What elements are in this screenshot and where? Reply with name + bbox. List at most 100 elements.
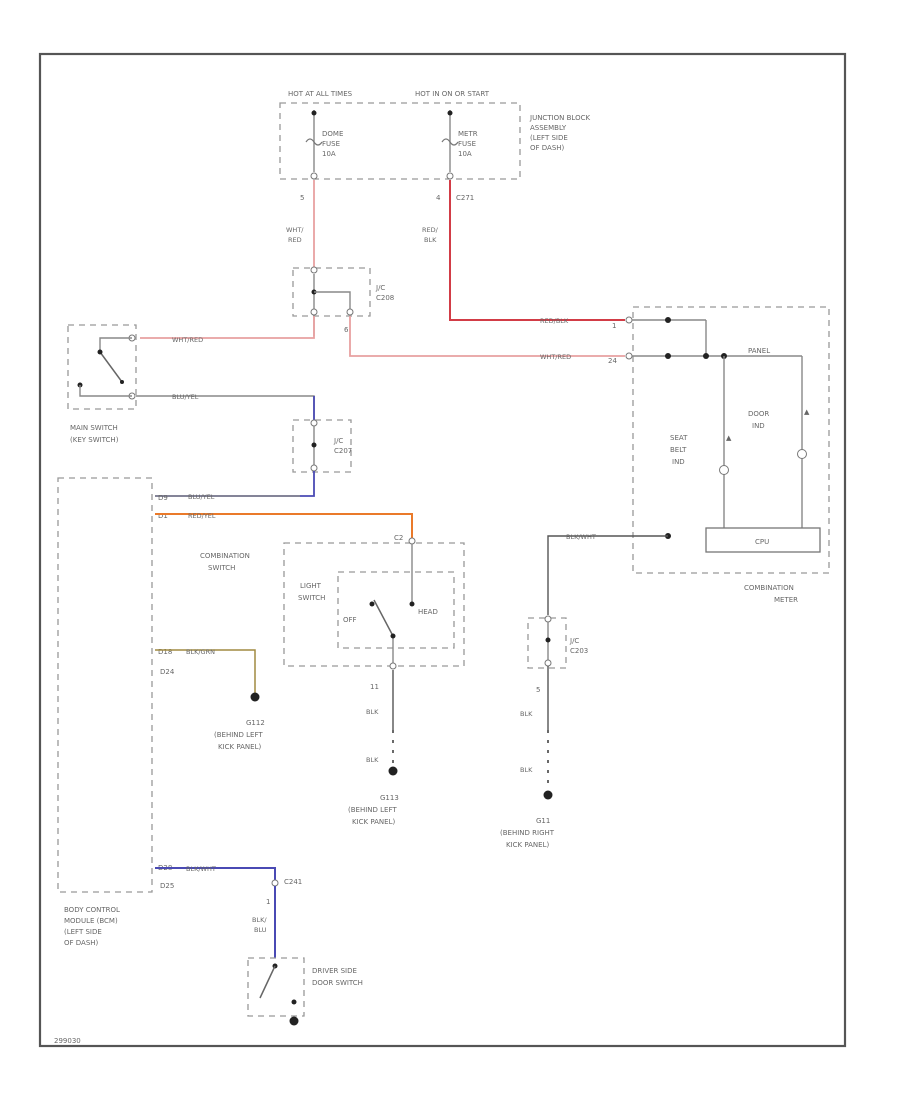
- comb-switch-l1: COMBINATION: [200, 552, 250, 560]
- bcm-pin-d18: D18: [158, 648, 172, 656]
- main-switch-l1: MAIN SWITCH: [70, 424, 118, 432]
- wire-label-red-yel: RED/YEL: [188, 512, 216, 520]
- comb-switch-connector: C2: [394, 534, 403, 542]
- bcm-l2: MODULE (BCM): [64, 917, 118, 925]
- driver-door-switch: DRIVER SIDE DOOR SWITCH: [247, 957, 363, 1026]
- comb-meter-l1: COMBINATION: [744, 584, 794, 592]
- wire-label-red-blk-meter: RED/BLK: [540, 317, 569, 325]
- main-switch-l2: (KEY SWITCH): [70, 436, 119, 444]
- diagram-code: 299030: [54, 1037, 81, 1045]
- wire-label-blk-grn: BLK/GRN: [186, 648, 215, 656]
- jc-c208-pin: 6: [344, 326, 349, 334]
- door-indicator-icon: [797, 449, 807, 459]
- fuse-icon: [305, 138, 323, 146]
- junction-block-name-2: ASSEMBLY: [530, 124, 567, 132]
- diode-icon: ▲: [804, 408, 810, 416]
- jc-c208-l1: J/C: [375, 284, 385, 292]
- bcm-l1: BODY CONTROL: [64, 906, 120, 914]
- light-switch-contact-icon: [373, 599, 394, 637]
- door-ind-l1: DOOR: [748, 410, 769, 418]
- g112-l1: G112: [246, 719, 265, 727]
- bcm-l3: (LEFT SIDE: [64, 928, 102, 936]
- light-switch-l2: SWITCH: [298, 594, 325, 602]
- wire-label-red-blk-1: RED/: [422, 226, 439, 234]
- light-switch-l1: LIGHT: [300, 582, 322, 590]
- fuse2-type: FUSE: [458, 140, 476, 148]
- meter-panel-label: PANEL: [748, 347, 770, 355]
- seat-belt-indicator-icon: [719, 465, 729, 475]
- jc-c207: J/C C207: [292, 419, 352, 473]
- connector-pin-icon: [310, 172, 318, 180]
- fuse-icon: [441, 138, 459, 146]
- jc-c203-l2: C203: [570, 647, 588, 655]
- ground-g112-icon: [250, 692, 260, 702]
- seat-belt-l3: IND: [672, 458, 685, 466]
- g111-l3: KICK PANEL): [506, 841, 549, 849]
- seat-belt-l2: BELT: [670, 446, 687, 454]
- ground-g111-icon: [543, 790, 553, 800]
- g113-l2: (BEHIND LEFT: [348, 806, 397, 814]
- hot-at-all-times-label: HOT AT ALL TIMES: [288, 90, 353, 98]
- g112-l2: (BEHIND LEFT: [214, 731, 263, 739]
- wire-label-blk-wht: BLK/WHT: [186, 865, 216, 873]
- diode-icon: ▲: [726, 434, 732, 442]
- meter-cpu-label: CPU: [755, 538, 769, 546]
- diagram-frame: [38, 52, 847, 1048]
- bus-dot-icon: [311, 110, 317, 116]
- jc-c207-l1: J/C: [333, 437, 343, 445]
- hot-in-on-or-start-label: HOT IN ON OR START: [415, 90, 490, 98]
- comb-switch-pin-11: 11: [370, 683, 379, 691]
- jc-c203-l1: J/C: [569, 637, 579, 645]
- jb-pin-5: 5: [300, 194, 304, 202]
- bcm-pin-d25: D25: [160, 882, 174, 890]
- wire-label-blk-1: BLK: [366, 708, 379, 716]
- wire-label-blu-yel-main: BLU/YEL: [172, 393, 199, 401]
- bcm-l4: OF DASH): [64, 939, 99, 947]
- bus-dot-icon: [447, 110, 453, 116]
- junction-block-name: JUNCTION BLOCK: [529, 114, 590, 122]
- bcm-pin-d1: D1: [158, 512, 168, 520]
- seat-belt-l1: SEAT: [670, 434, 688, 442]
- wire-label-wht-red-main: WHT/RED: [172, 336, 203, 344]
- comb-switch-l2: SWITCH: [208, 564, 235, 572]
- wire-label-blu-yel-bcm: BLU/YEL: [188, 493, 215, 501]
- door-switch-contact-icon: [259, 965, 276, 999]
- door-ind-l2: IND: [752, 422, 765, 430]
- wire-label-blk-wht-meter: BLK/WHT: [566, 533, 596, 541]
- fuse1-type: FUSE: [322, 140, 340, 148]
- jc-c208-l2: C208: [376, 294, 394, 302]
- wire-label-blk-4: BLK: [520, 766, 533, 774]
- junction-block-name-3: (LEFT SIDE: [530, 134, 568, 142]
- door-switch-connector: C241: [284, 878, 302, 886]
- junction-block: HOT AT ALL TIMES HOT IN ON OR START JUNC…: [279, 90, 590, 202]
- wire-label-wht-red-1: WHT/: [286, 226, 304, 234]
- meter-pin-b: 24: [608, 357, 617, 365]
- switch-contact-icon: [99, 351, 123, 383]
- body-control-module: D9 D1 D18 D24 D28 D25 BODY CONTROL MODUL…: [57, 477, 175, 947]
- bcm-pin-d24: D24: [160, 668, 175, 676]
- jb-pin-4: 4: [436, 194, 441, 202]
- ground-g113-icon: [388, 766, 398, 776]
- door-switch-pin: 1: [266, 898, 270, 906]
- fuse1-name: DOME: [322, 130, 343, 138]
- door-switch-ground-icon: [289, 1016, 299, 1026]
- wire-label-blk-blu-2: BLU: [254, 926, 267, 934]
- g113-l3: KICK PANEL): [352, 818, 395, 826]
- jc-c203: J/C C203 5: [527, 615, 588, 694]
- connector-pin-icon: [446, 172, 454, 180]
- meter-cpu: [705, 527, 821, 553]
- fuse2-name: METR: [458, 130, 478, 138]
- fuse2-rating: 10A: [458, 150, 472, 158]
- wire-label-blk-3: BLK: [520, 710, 533, 718]
- g112-l3: KICK PANEL): [218, 743, 261, 751]
- bcm-pin-d9: D9: [158, 494, 168, 502]
- main-switch: MAIN SWITCH (KEY SWITCH): [67, 324, 137, 444]
- wire-label-wht-red-meter: WHT/RED: [540, 353, 571, 361]
- wire-label-blk-2: BLK: [366, 756, 379, 764]
- junction-block-name-4: OF DASH): [530, 144, 565, 152]
- g111-l1: G11: [536, 817, 550, 825]
- switch-position-off: OFF: [343, 616, 357, 624]
- jb-connector-c271: C271: [456, 194, 474, 202]
- combination-switch: C2 COMBINATION SWITCH LIGHT SWITCH OFF H…: [200, 534, 465, 691]
